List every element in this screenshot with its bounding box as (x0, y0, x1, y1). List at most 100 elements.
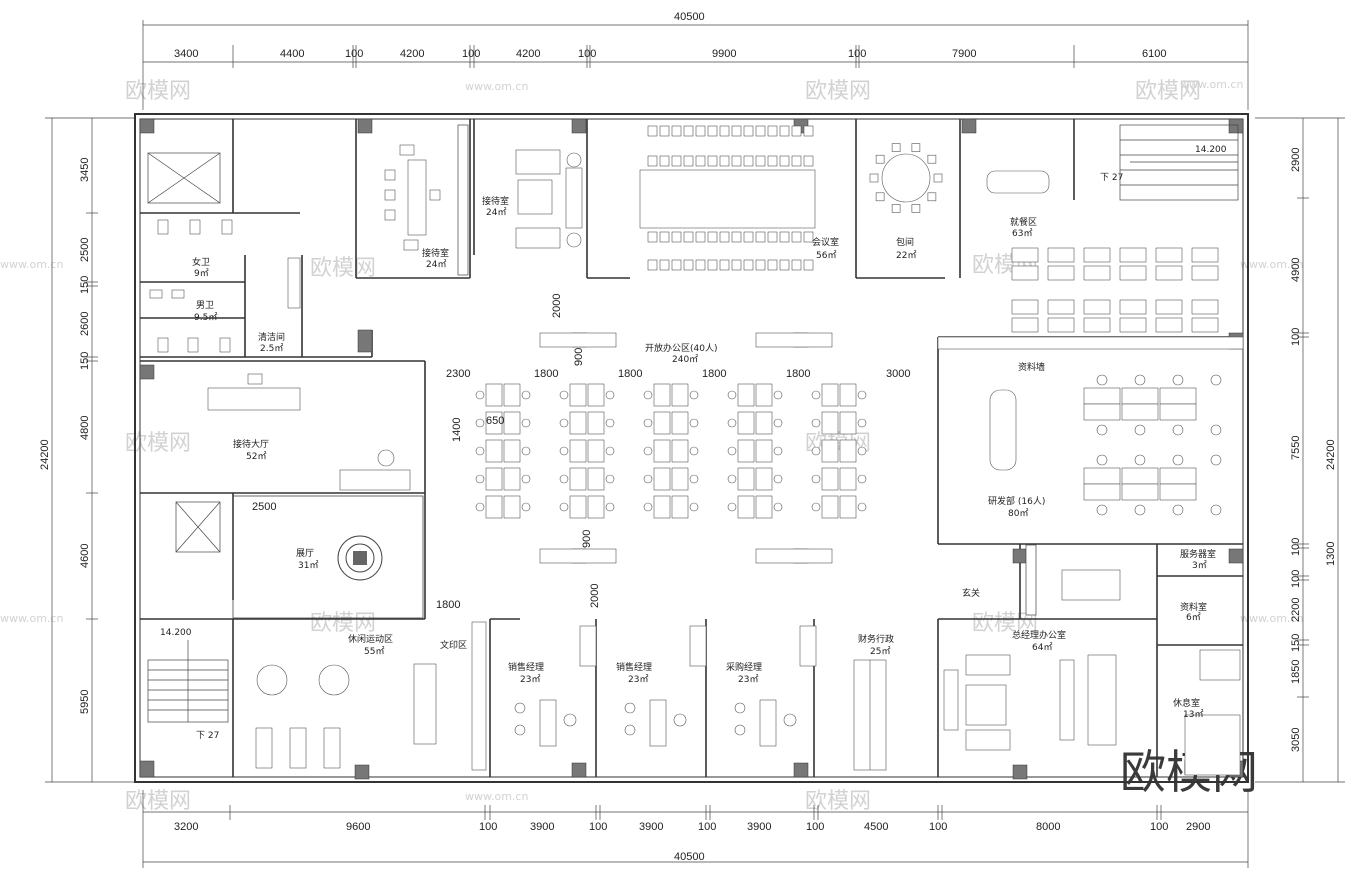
finance-desks (853, 659, 887, 771)
desk (653, 383, 671, 407)
rnd-desk (1159, 403, 1197, 421)
rnd-meeting-table (989, 389, 1017, 471)
room-name: 会议室 (812, 236, 839, 248)
desk (569, 411, 587, 435)
desk (569, 383, 587, 407)
meeting-chair (779, 155, 790, 167)
rnd-desk (1121, 467, 1159, 485)
desk (653, 411, 671, 435)
room-name: 包间 (896, 236, 914, 248)
meeting-chair (647, 155, 658, 167)
lobby-reception-desk (207, 373, 411, 491)
private-room-chairs (869, 143, 943, 213)
desk (821, 439, 839, 463)
level-marker: 14.200 (1195, 145, 1227, 155)
meeting-chair (791, 259, 802, 271)
desk (485, 439, 503, 463)
meeting-chair (755, 231, 766, 243)
exhibition-podium (232, 495, 424, 619)
rnd-chair (1172, 424, 1184, 436)
round-chair (875, 154, 885, 164)
desk (821, 383, 839, 407)
left-dimension-line (45, 117, 135, 783)
office-chair (773, 502, 783, 512)
round-chair (927, 192, 937, 202)
dining-table (1011, 247, 1039, 263)
desk (821, 411, 839, 435)
meeting-chair (671, 155, 682, 167)
dim-inner: 1800 (436, 599, 460, 611)
desk (755, 439, 773, 463)
meeting-chair (803, 259, 814, 271)
manager-chair (673, 713, 687, 727)
elevator-top (147, 152, 221, 204)
office-chair (643, 390, 653, 400)
rest-room-bed (1184, 649, 1241, 776)
room-name: 资料室 (1180, 601, 1207, 613)
bookshelf (579, 625, 597, 667)
desk (755, 411, 773, 435)
office-chair (773, 474, 783, 484)
rnd-desk (1159, 483, 1197, 501)
dim-inner: 900 (581, 530, 593, 548)
restroom-fixtures (149, 219, 301, 353)
rnd-desk (1083, 403, 1121, 421)
office-chair (727, 502, 737, 512)
room-name: 资料墙 (1018, 361, 1045, 373)
dim-inner: 900 (573, 348, 585, 366)
meeting-chair (731, 259, 742, 271)
office-chair (559, 418, 569, 428)
manager-chair (563, 713, 577, 727)
office-chair (857, 502, 867, 512)
bookshelf (689, 625, 707, 667)
dim-right: 150 (1290, 634, 1302, 652)
office-chair (857, 446, 867, 456)
desk (653, 495, 671, 519)
meeting-chair (743, 259, 754, 271)
watermark: www.om.cn (1180, 78, 1243, 91)
room-name: 玄关 (962, 587, 980, 599)
dim-inner: 2500 (252, 501, 276, 513)
dim-inner: 1800 (786, 368, 810, 380)
dim-inner: 1800 (702, 368, 726, 380)
dim-bottom: 100 (479, 821, 497, 833)
desk (587, 383, 605, 407)
room-area: 3㎡ (1192, 560, 1207, 571)
round-chair (927, 154, 937, 164)
gm-sofa-set (943, 654, 1117, 751)
reception-a-table (384, 124, 469, 276)
elevator-bottom (175, 501, 221, 553)
watermark: 欧模网 (805, 79, 871, 104)
outer-wall (134, 113, 1249, 783)
room-name: 文印区 (440, 639, 467, 651)
office-chair (689, 446, 699, 456)
rnd-desks (1083, 374, 1222, 516)
rnd-chair (1096, 374, 1108, 386)
meeting-chair (659, 155, 670, 167)
room-name: 休息室 (1173, 697, 1200, 709)
screen-partitions (539, 332, 833, 564)
meeting-chair (683, 155, 694, 167)
meeting-chair (707, 231, 718, 243)
level-marker: 14.200 (160, 628, 192, 638)
dim-left: 5950 (79, 690, 91, 714)
rnd-chair (1210, 454, 1222, 466)
dining-table (1083, 317, 1111, 333)
room-area: 23㎡ (628, 674, 648, 685)
dim-top: 100 (462, 48, 480, 60)
room-name: 开放办公区(40人) (645, 342, 717, 354)
desk (485, 411, 503, 435)
desk (587, 439, 605, 463)
office-chair (475, 390, 485, 400)
meeting-chair (731, 155, 742, 167)
stair-down-label: 下 27 (196, 731, 219, 741)
rnd-chair (1134, 454, 1146, 466)
desk (737, 439, 755, 463)
meeting-chair (779, 125, 790, 137)
office-chair (773, 418, 783, 428)
dim-bottom: 100 (1150, 821, 1168, 833)
round-chair (869, 173, 879, 183)
dim-right-total: 24200 (1325, 439, 1337, 470)
dim-left-total: 24200 (39, 439, 51, 470)
desk (821, 495, 839, 519)
